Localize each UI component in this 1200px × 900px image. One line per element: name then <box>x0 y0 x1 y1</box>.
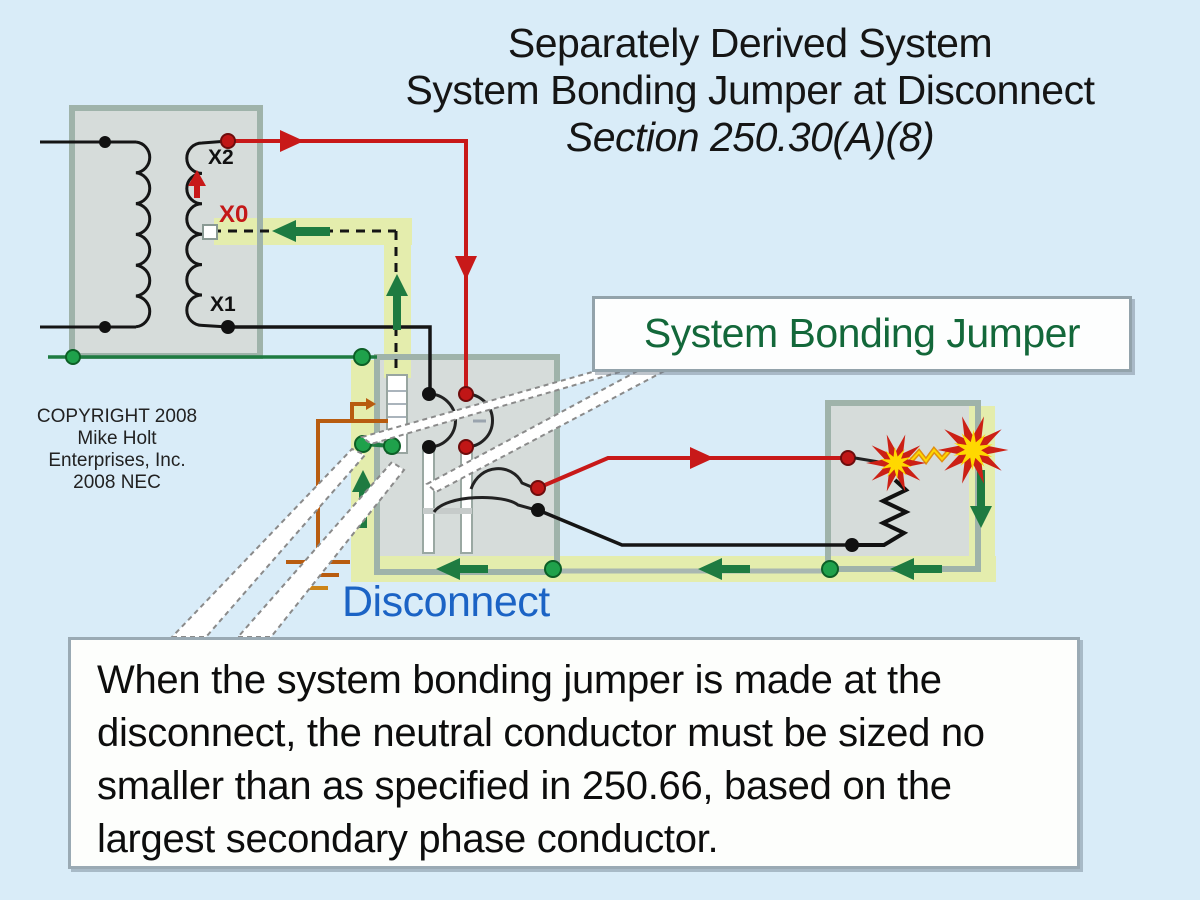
primary-feed-wires <box>40 140 136 329</box>
green-dot <box>65 349 81 365</box>
system-bonding-jumper-callout: System Bonding Jumper <box>592 296 1132 372</box>
title-line-3: Section 250.30(A)(8) <box>565 114 935 160</box>
terminal-dot <box>458 386 474 402</box>
note-box: When the system bonding jumper is made a… <box>68 637 1080 869</box>
output-jumper-bottom <box>432 496 537 514</box>
gec-wire <box>316 419 388 560</box>
gec-bus-stub <box>350 402 368 421</box>
phase-conductor-black <box>228 325 432 392</box>
copyright-notice: COPYRIGHT 2008 Mike Holt Enterprises, In… <box>22 406 212 494</box>
label-x2: X2 <box>208 146 234 169</box>
red-arrow-right <box>690 447 714 469</box>
arc-fault-explosion-icons <box>866 416 1009 492</box>
terminal-dot <box>530 480 546 496</box>
gec-stub-arrow <box>366 398 376 410</box>
feeder-black-wire <box>537 508 852 547</box>
bonding-path-dots <box>65 348 839 578</box>
x1-terminal-dot <box>221 320 235 334</box>
copyright-line-4: 2008 NEC <box>73 472 161 493</box>
load-terminal-dot <box>840 450 856 466</box>
green-arrow-down <box>970 506 992 528</box>
green-dot <box>353 348 371 366</box>
transformer-terminals <box>99 133 236 334</box>
band-disconnect-left <box>351 360 377 582</box>
green-dot <box>821 560 839 578</box>
output-jumper-top <box>469 467 535 490</box>
label-x1: X1 <box>210 293 236 316</box>
grounding-electrode-conductor <box>316 402 388 560</box>
copyright-line-2: Mike Holt <box>77 428 157 449</box>
phase-current-arrows <box>188 130 477 280</box>
x0-terminal-square <box>202 224 218 240</box>
feeder-red-wire <box>537 456 845 490</box>
note-text: When the system bonding jumper is made a… <box>97 658 985 861</box>
primary-coil <box>135 140 152 329</box>
load-resistor <box>852 478 911 547</box>
green-dot <box>544 560 562 578</box>
green-arrow-left <box>272 220 296 242</box>
disconnect-label: Disconnect <box>342 578 550 626</box>
red-arrow-right <box>280 130 304 152</box>
phase-conductor-red <box>228 139 468 392</box>
copyright-line-1: COPYRIGHT 2008 <box>36 406 198 427</box>
primary-terminal-dot <box>99 321 111 333</box>
red-arrow-down <box>455 256 477 280</box>
terminal-dot <box>458 439 474 455</box>
terminal-dot <box>422 440 436 454</box>
green-arrow-left <box>698 558 722 580</box>
title-line-1: Separately Derived System <box>507 20 993 66</box>
green-arrow-left <box>890 558 914 580</box>
diagram-title: Separately Derived System System Bonding… <box>310 20 1190 161</box>
terminal-dot <box>531 503 545 517</box>
terminal-dot <box>422 387 436 401</box>
label-x0: X0 <box>219 201 249 228</box>
switch-blade <box>422 446 435 554</box>
breaker-arc-red <box>465 392 494 449</box>
x2-terminal-dot <box>220 133 236 149</box>
coil-arrow-head <box>188 170 206 186</box>
disconnect-internals <box>422 386 537 554</box>
green-arrow-up <box>352 470 374 492</box>
green-arrow-up <box>386 274 408 296</box>
title-line-2: System Bonding Jumper at Disconnect <box>405 67 1095 113</box>
green-arrow-left <box>436 558 460 580</box>
primary-terminal-dot <box>99 136 111 148</box>
arc-lightning-core <box>909 448 951 463</box>
copyright-line-3: Enterprises, Inc. <box>48 450 186 471</box>
system-bonding-jumper-label: System Bonding Jumper <box>643 310 1081 356</box>
blade-tie-bar <box>423 508 472 514</box>
coil-arrow-shaft <box>194 184 200 198</box>
